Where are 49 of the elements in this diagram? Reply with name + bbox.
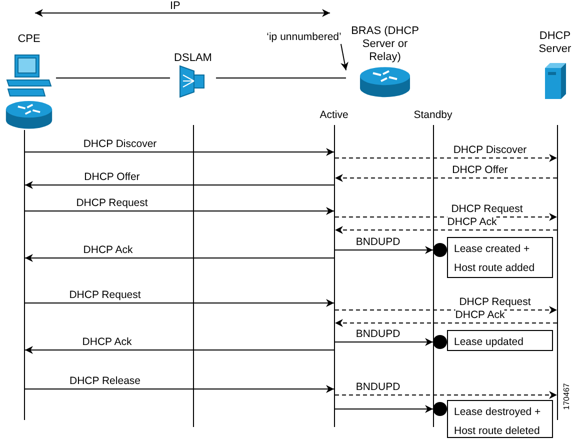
lifeline <box>334 125 335 427</box>
message-arrow <box>334 174 558 182</box>
edge-label: DHCP Request <box>76 197 148 209</box>
edge-label: DHCP Ack <box>82 336 132 348</box>
edge-label: DHCP Request <box>69 289 141 301</box>
message-arrow <box>334 405 434 413</box>
message-arrow <box>24 254 334 262</box>
edge-label: DHCP Request <box>451 203 523 215</box>
lifeline <box>193 125 194 427</box>
note-box: Lease destroyed + Host route deleted <box>447 400 553 438</box>
message-arrow <box>340 44 348 71</box>
edge-label: DHCP Ack <box>455 309 505 321</box>
edge-label: DHCP Offer <box>452 164 508 176</box>
message-arrow <box>24 207 334 215</box>
message-arrow <box>334 319 558 327</box>
lifeline-label: Standby <box>408 108 458 122</box>
message-arrow <box>24 181 334 189</box>
figure-number: 170467 <box>562 383 571 410</box>
lifeline <box>24 130 25 420</box>
message-arrow <box>334 246 434 254</box>
edge-label: DHCP Discover <box>83 138 157 150</box>
range-label: IP <box>170 0 180 12</box>
message-arrow <box>24 385 334 393</box>
note-box: Lease created + Host route added <box>447 237 553 278</box>
edge-label: DHCP Ack <box>83 244 133 256</box>
edge-label: DHCP Request <box>459 296 531 308</box>
edge-label: BNDUPD <box>356 328 400 340</box>
device-label: BRAS (DHCP Server or Relay) <box>350 25 420 64</box>
message-arrow <box>24 148 334 156</box>
edge-label: DHCP Release <box>70 375 140 387</box>
lifeline <box>433 125 434 427</box>
message-arrow <box>24 299 334 307</box>
device-label: DHCP Server <box>538 30 572 56</box>
device-label: CPE <box>18 33 40 46</box>
message-arrow <box>24 346 334 354</box>
message-arrow <box>334 154 558 162</box>
annotation-text: ‘ip unnumbered’ <box>260 30 348 44</box>
lifeline <box>557 125 558 420</box>
edge-label: DHCP Discover <box>453 144 527 156</box>
lifeline-label: Active <box>314 108 354 122</box>
message-arrow <box>334 338 434 346</box>
edge-label: BNDUPD <box>356 236 400 248</box>
message-arrow <box>334 391 558 399</box>
edge-label: BNDUPD <box>356 381 400 393</box>
message-arrow <box>334 226 558 234</box>
note-box: Lease updated <box>447 330 553 351</box>
edge-label: DHCP Ack <box>447 216 497 228</box>
device-label: DSLAM <box>174 52 212 65</box>
edge-label: DHCP Offer <box>84 171 140 183</box>
